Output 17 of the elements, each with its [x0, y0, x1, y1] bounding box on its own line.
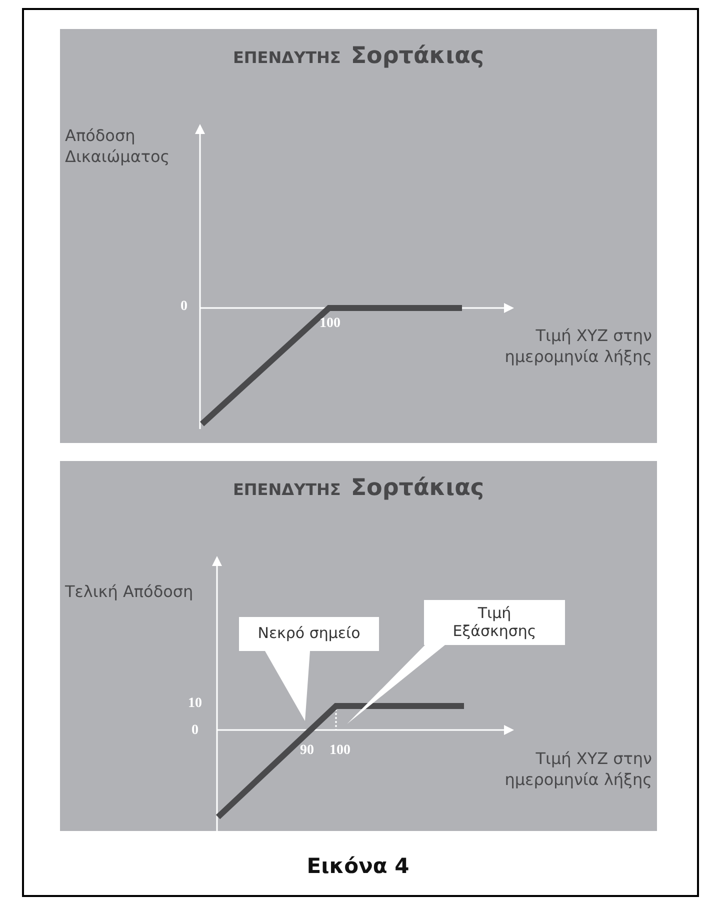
axis-title: Τιμή XYZ στην ημερομηνία λήξης: [504, 326, 652, 368]
panel-title: ΕΠΕΝΔΥΤΗΣ: [232, 48, 341, 67]
tick-label: 10: [187, 696, 203, 712]
tick-label: 0: [190, 723, 200, 739]
axis-title: Τελική Απόδοση: [65, 582, 194, 603]
panel-title: Σορτάκιας: [350, 475, 484, 501]
chart-panel: [60, 29, 657, 443]
panel-title: Σορτάκιας: [350, 43, 484, 69]
panel-title: ΕΠΕΝΔΥΤΗΣ: [232, 480, 341, 499]
tick-label: 90: [299, 743, 315, 759]
tick-label: 100: [318, 316, 342, 332]
caption: Εικόνα 4: [306, 854, 410, 878]
chart-panel: [60, 461, 657, 831]
tick-label: 0: [180, 299, 188, 315]
axis-title: Απόδοση Δικαιώματος: [65, 126, 171, 168]
axis-title: Τιμή XYZ στην ημερομηνία λήξης: [504, 749, 652, 791]
tick-label: 100: [328, 743, 352, 759]
